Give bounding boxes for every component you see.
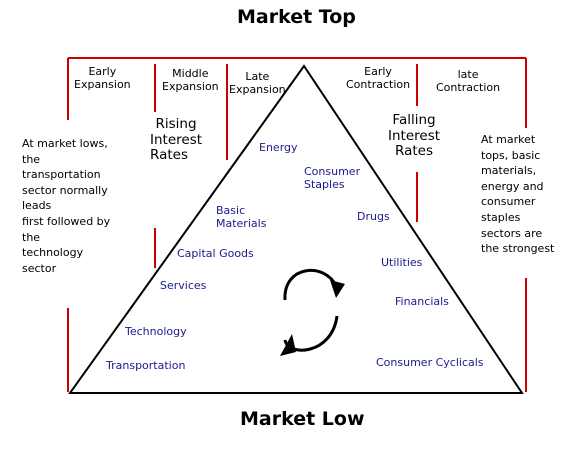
sector-energy: Energy (259, 141, 298, 154)
sector-basic-materials: Basic Materials (216, 204, 267, 231)
sector-transportation: Transportation (106, 359, 186, 372)
sector-utilities: Utilities (381, 256, 423, 269)
market-triangle (68, 64, 524, 394)
arrowhead-bottom (280, 334, 296, 356)
market-low-title: Market Low (240, 408, 365, 430)
sector-consumer-staples: Consumer Staples (304, 165, 361, 192)
sector-services: Services (160, 279, 207, 292)
phase-late-contraction: late Contraction (436, 68, 501, 95)
rising-interest-rates-label: Rising Interest Rates (150, 116, 203, 164)
arrowhead-top (330, 280, 345, 298)
sector-financials: Financials (395, 295, 449, 308)
market-top-title: Market Top (237, 6, 356, 28)
phase-late-expansion: Late Expansion (229, 70, 286, 97)
phase-early-contraction: Early Contraction (346, 65, 411, 92)
sector-consumer-cyclicals: Consumer Cyclicals (376, 356, 484, 369)
sector-capital-goods: Capital Goods (177, 247, 254, 260)
falling-interest-rates-label: Falling Interest Rates (388, 112, 441, 160)
phase-middle-expansion: Middle Expansion (162, 67, 219, 94)
market-tops-note: At market tops, basic materials, energy … (481, 133, 555, 256)
market-lows-note: At market lows, the transportation secto… (22, 137, 111, 275)
sector-technology: Technology (125, 325, 187, 338)
sector-drugs: Drugs (357, 210, 390, 223)
phase-early-expansion: Early Expansion (74, 65, 131, 92)
phase-bracket (67, 57, 527, 392)
cycle-arrow-top (283, 268, 338, 301)
